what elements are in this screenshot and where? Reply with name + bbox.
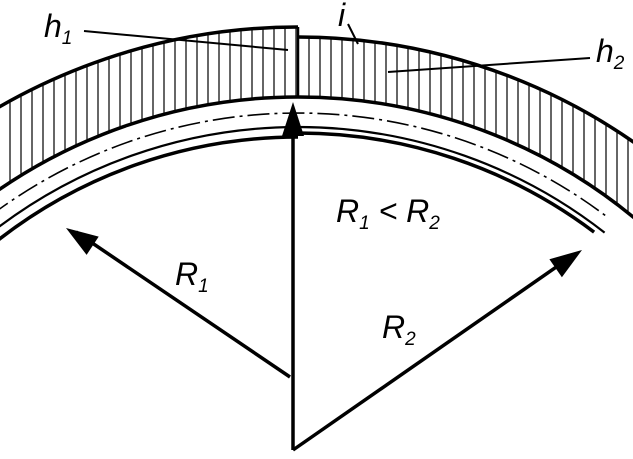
leader-i: [347, 23, 359, 45]
label-h2: h2: [596, 33, 625, 74]
outer-contour-right: [297, 35, 633, 144]
label-relation: R1 < R2: [336, 193, 440, 234]
inner-contour-arc: [0, 95, 633, 220]
radius-r2-arc: [297, 131, 596, 234]
radius-r2-line: [292, 252, 576, 452]
neutral-axis-dashdot: [0, 112, 607, 217]
radius-r1-arc: [0, 135, 299, 241]
arrowhead-r1: [66, 228, 99, 255]
leader-h2: [387, 57, 591, 73]
label-r1: R1: [175, 256, 209, 297]
label-i: i: [338, 0, 346, 33]
leader-h1: [83, 30, 289, 51]
arrowhead-top: [282, 102, 304, 136]
label-h1: h1: [44, 8, 72, 49]
label-r2: R2: [382, 309, 416, 350]
arrowhead-r2: [549, 250, 582, 278]
radius-r1-line: [75, 230, 291, 379]
outer-contour-left: [0, 25, 299, 109]
